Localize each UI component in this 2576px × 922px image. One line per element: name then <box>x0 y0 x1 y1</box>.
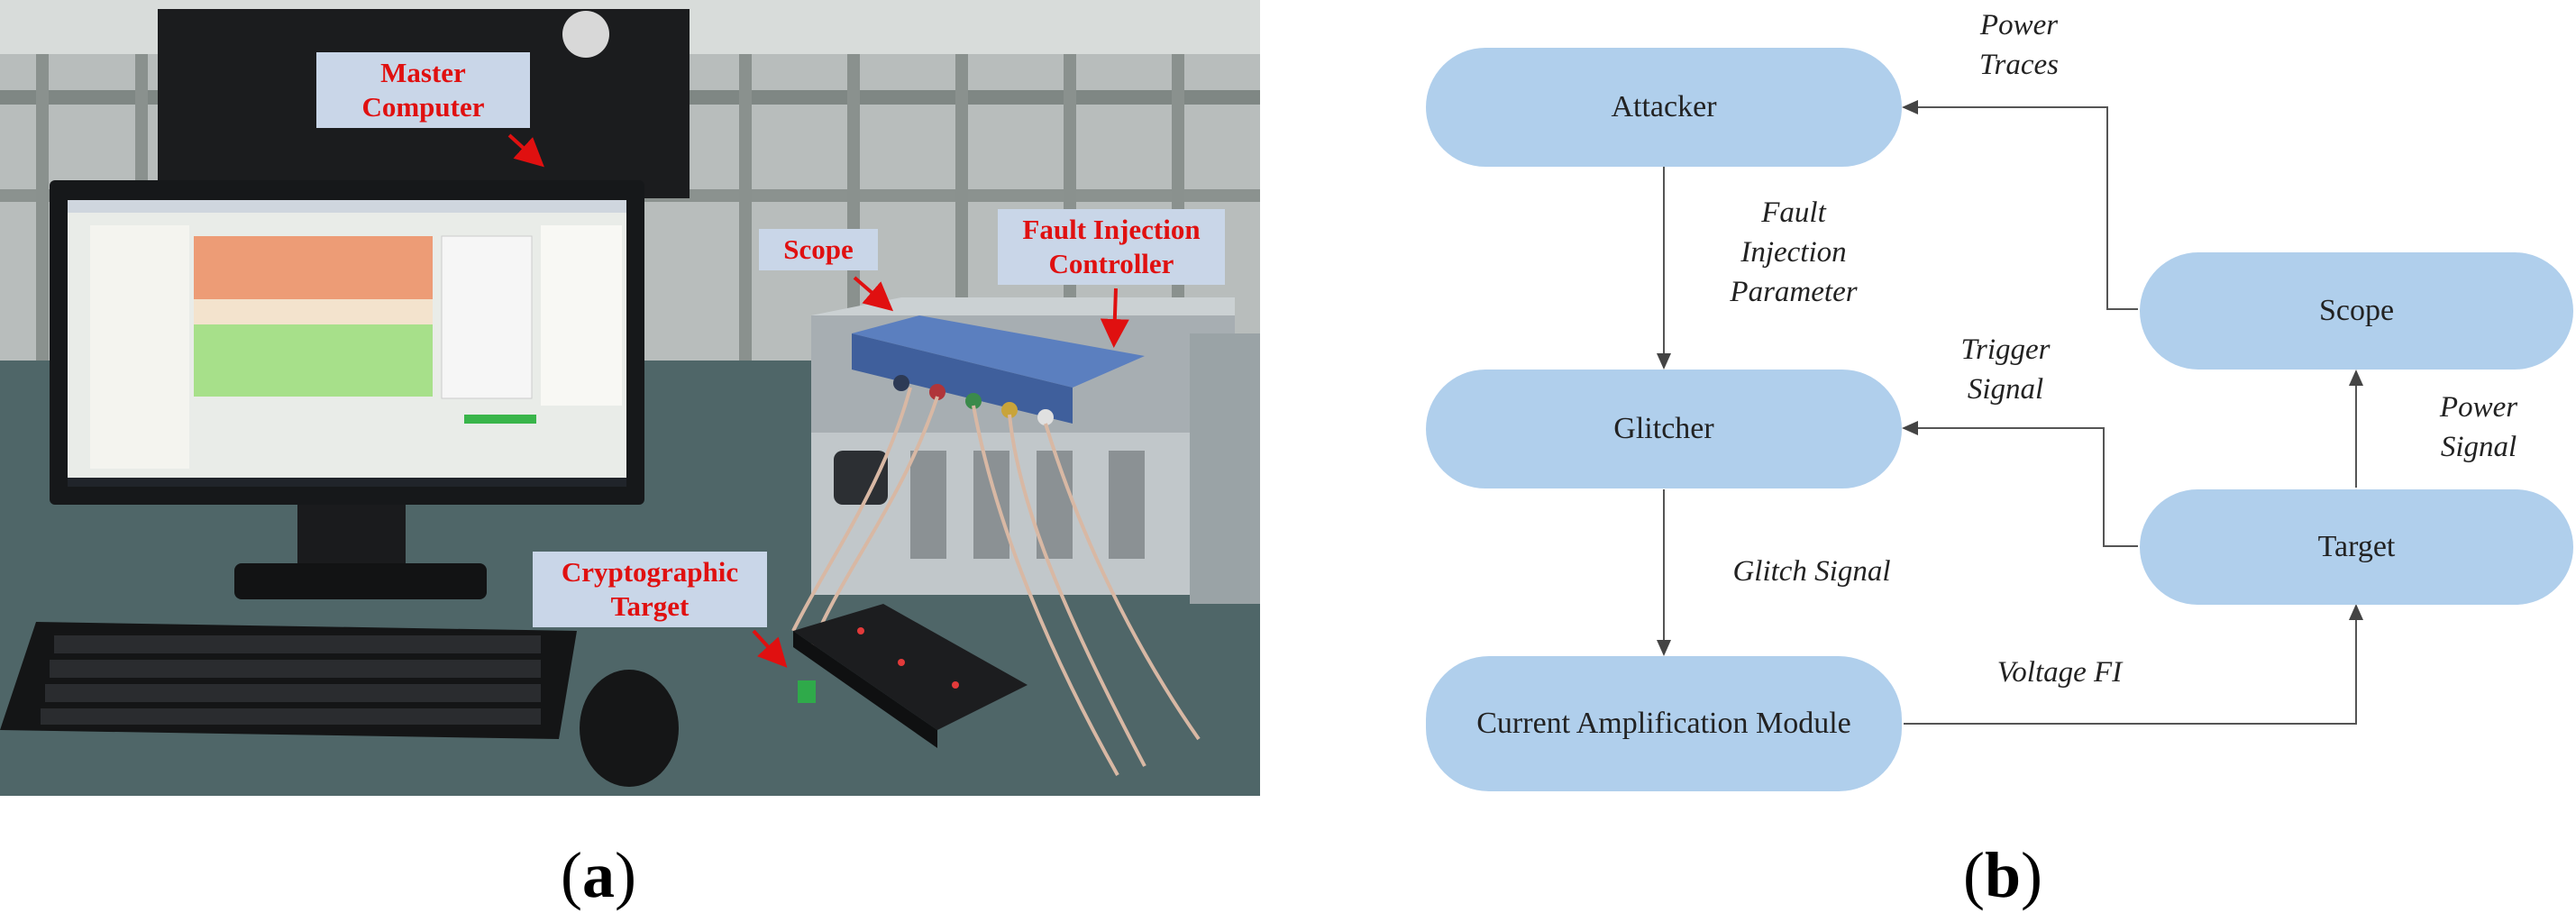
edge-voltage-fi <box>1904 604 2363 725</box>
label-fip-line-2: Injection <box>1740 236 1847 269</box>
node-current-amplification-module: Current Amplification Module <box>1426 656 1902 791</box>
callout-fault-injection-controller: Fault Injection Controller <box>998 209 1225 285</box>
callout-fic-line-1: Fault Injection <box>1022 214 1201 245</box>
label-fip-line-3: Parameter <box>1730 276 1858 308</box>
label-trigger-signal: Trigger Signal <box>1920 330 2091 409</box>
label-power-signal: Power Signal <box>2398 388 2560 467</box>
panel-a-close-paren: ) <box>614 839 636 911</box>
node-glitcher-label: Glitcher <box>1613 412 1714 445</box>
label-fip-line-1: Fault <box>1761 196 1826 229</box>
callout-master-computer-line-2: Computer <box>361 91 485 123</box>
label-voltage-fi: Voltage FI <box>1965 653 2154 692</box>
label-power-signal-line-2: Signal <box>2440 431 2517 463</box>
label-glitch-signal: Glitch Signal <box>1694 552 1929 591</box>
label-power-traces: Power Traces <box>1938 5 2100 85</box>
label-voltage-fi-text: Voltage FI <box>1996 656 2123 689</box>
callout-scope-text: Scope <box>783 233 854 265</box>
panel-b-close-paren: ) <box>2021 839 2043 911</box>
label-trigger-line-1: Trigger <box>1960 333 2051 366</box>
label-power-traces-line-2: Traces <box>1978 49 2059 81</box>
panel-a-letter: a <box>581 839 615 911</box>
label-fault-injection-parameter: Fault Injection Parameter <box>1694 193 1893 312</box>
node-target-label: Target <box>2317 530 2396 563</box>
arrow-fault-injection-controller <box>1100 288 1129 348</box>
node-scope: Scope <box>2140 252 2573 370</box>
callout-cryptographic-target: Cryptographic Target <box>533 552 767 627</box>
node-glitcher: Glitcher <box>1426 370 1902 488</box>
panel-label-b: (b) <box>1963 838 2042 913</box>
callout-crypto-line-1: Cryptographic <box>561 556 739 588</box>
callout-crypto-line-2: Target <box>610 590 690 622</box>
label-power-signal-line-1: Power <box>2439 391 2518 424</box>
callout-master-computer: Master Computer <box>316 52 530 128</box>
label-power-traces-line-1: Power <box>1979 9 2059 41</box>
lab-setup-illustration <box>0 0 1260 796</box>
callout-master-computer-line-1: Master <box>380 57 466 88</box>
arrow-master-computer <box>507 133 544 168</box>
node-attacker-label: Attacker <box>1611 90 1717 123</box>
node-target: Target <box>2140 489 2573 605</box>
callout-scope: Scope <box>759 229 878 270</box>
label-trigger-line-2: Signal <box>1967 373 2044 406</box>
panel-label-a: (a) <box>561 838 636 913</box>
panel-b-open-paren: ( <box>1963 839 1985 911</box>
arrow-scope <box>853 276 894 312</box>
label-glitch-signal-text: Glitch Signal <box>1732 555 1891 588</box>
node-current-amp-label: Current Amplification Module <box>1476 707 1851 740</box>
callout-fic-line-2: Controller <box>1048 248 1174 279</box>
node-scope-label: Scope <box>2318 294 2395 327</box>
panel-a-open-paren: ( <box>561 839 582 911</box>
edge-power-traces <box>1902 100 2138 310</box>
edge-trigger-signal <box>1902 421 2138 547</box>
panel-b-letter: b <box>1984 839 2022 911</box>
arrow-cryptographic-target <box>752 629 788 668</box>
callout-arrows <box>507 133 1129 668</box>
lab-setup-photo: Master Computer Scope Fault Injection Co… <box>0 0 1260 796</box>
node-attacker: Attacker <box>1426 48 1902 167</box>
